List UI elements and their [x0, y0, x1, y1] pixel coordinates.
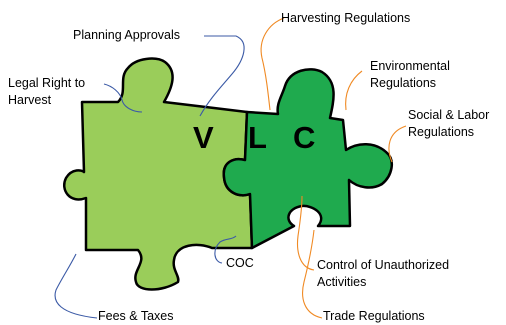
label-control-unauthorized-line2: Activities	[317, 275, 367, 289]
right-puzzle-piece	[222, 68, 394, 250]
label-trade-regulations: Trade Regulations	[323, 309, 425, 323]
letter-c: C	[293, 120, 316, 155]
label-coc: COC	[226, 256, 254, 270]
connector-coc	[214, 235, 237, 264]
connector-planning-approvals	[199, 35, 245, 117]
connector-trade-regulations	[302, 229, 323, 319]
connector-legal-right	[103, 83, 143, 113]
label-harvesting-regulations: Harvesting Regulations	[281, 11, 411, 25]
label-social-labor-line1: Social & Labor	[408, 108, 490, 122]
connector-harvesting-regulations	[260, 17, 285, 111]
connector-control-unauthorized	[296, 195, 315, 271]
left-puzzle-piece	[63, 57, 254, 291]
label-environmental-line2: Regulations	[370, 76, 437, 90]
letter-v: V	[193, 120, 214, 155]
label-fees-taxes: Fees & Taxes	[98, 309, 174, 323]
label-planning-approvals: Planning Approvals	[73, 28, 181, 42]
label-environmental-line1: Environmental	[370, 59, 450, 73]
connector-environmental	[345, 70, 363, 111]
label-social-labor-line2: Regulations	[408, 125, 475, 139]
connector-fees-taxes	[54, 253, 98, 319]
label-control-unauthorized-line1: Control of Unauthorized	[317, 258, 450, 272]
letter-l: L	[248, 120, 267, 155]
label-legal-right-line2: Harvest	[8, 93, 52, 107]
label-legal-right-line1: Legal Right to	[8, 76, 86, 90]
connector-social-labor	[388, 125, 407, 163]
